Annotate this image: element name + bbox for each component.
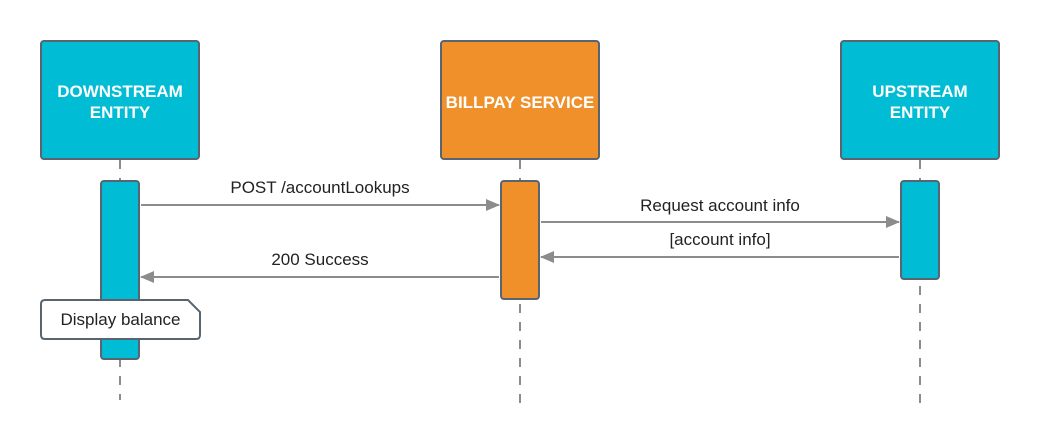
message-label: POST /accountLookups bbox=[230, 178, 410, 197]
note-shape bbox=[40, 299, 201, 340]
participant-label: UPSTREAM ENTITY bbox=[872, 82, 968, 122]
message-label: Request account info bbox=[640, 196, 800, 215]
participant-downstream-entity[interactable]: DOWNSTREAM ENTITY bbox=[40, 40, 200, 160]
participant-billpay-service[interactable]: BILLPAY SERVICE bbox=[440, 40, 600, 160]
participant-label: BILLPAY SERVICE bbox=[445, 92, 595, 112]
message-label: [account info] bbox=[669, 230, 771, 249]
note-display-balance[interactable]: Display balance bbox=[40, 299, 201, 340]
participant-label: DOWNSTREAM ENTITY bbox=[57, 82, 183, 122]
activation-bar-billpay bbox=[500, 180, 540, 300]
message-label: 200 Success bbox=[271, 250, 369, 269]
activation-bar-upstream bbox=[900, 180, 940, 280]
participant-upstream-entity[interactable]: UPSTREAM ENTITY bbox=[840, 40, 1000, 160]
note-text: Display balance bbox=[60, 309, 181, 329]
